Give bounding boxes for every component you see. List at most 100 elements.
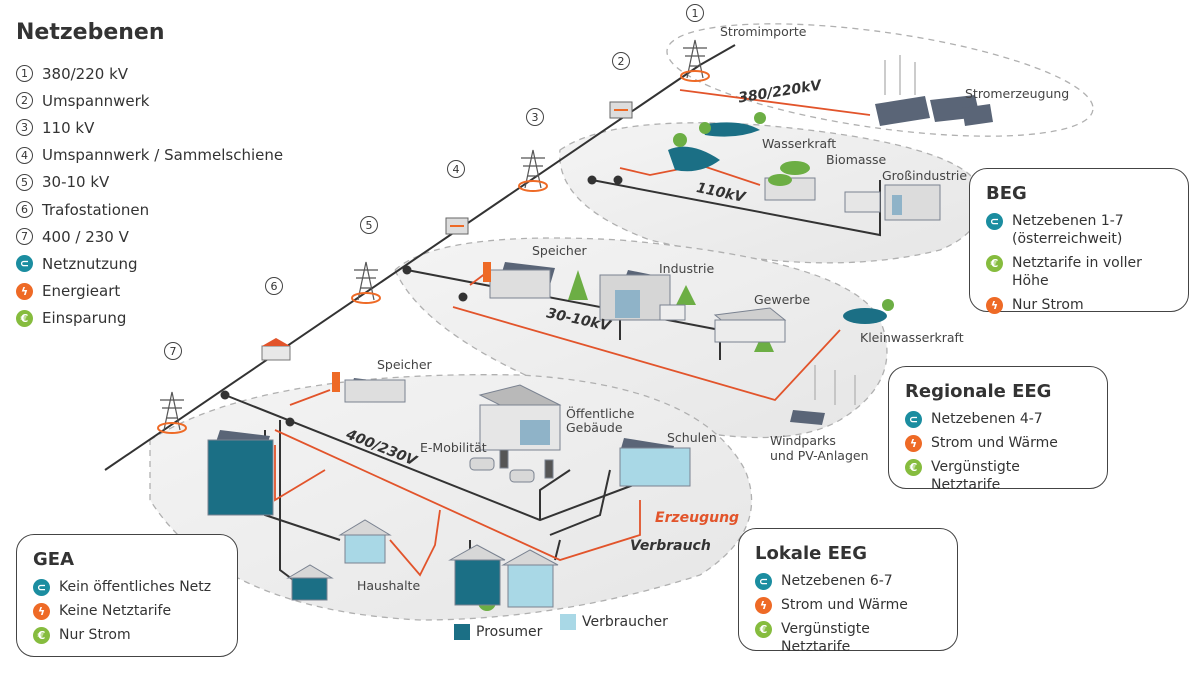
number-badge: 1 — [16, 65, 33, 83]
number-badge: 7 — [16, 228, 33, 246]
substation-icon-4 — [445, 217, 469, 235]
prosumer-swatch — [454, 624, 470, 640]
lightning-icon: ϟ — [16, 282, 33, 300]
euro-icon: € — [755, 621, 772, 638]
label-kleinwasserkraft: Kleinwasserkraft — [860, 330, 964, 345]
euro-icon: € — [16, 309, 33, 327]
box-item-label: Strom und Wärme — [781, 597, 908, 613]
level-marker-6: 6 — [265, 277, 283, 295]
euro-icon: € — [986, 255, 1003, 272]
plug-icon: ⊂ — [755, 573, 772, 590]
number-badge: 6 — [16, 201, 33, 219]
legend-label: Energieart — [42, 282, 121, 301]
plug-icon: ⊂ — [986, 213, 1003, 230]
number-badge: 5 — [16, 173, 33, 191]
building-icons — [207, 161, 941, 608]
legend-item-7: 7 400 / 230 V — [16, 223, 283, 250]
lightning-icon: ϟ — [33, 603, 50, 620]
box-regionale-eeg: Regionale EEG ⊂Netzebenen 4-7 ϟ Strom und… — [888, 366, 1108, 493]
legend-label: 400 / 230 V — [42, 227, 129, 246]
level-marker-2: 2 — [612, 52, 630, 70]
box-item-label: Nur Strom — [59, 627, 131, 643]
lightning-icon: ϟ — [755, 597, 772, 614]
box-item: € Netztarife in voller Höhe — [986, 254, 1172, 290]
box-title: Lokale EEG — [755, 543, 867, 564]
box-item-label: Kein öffentliches Netz — [59, 579, 212, 595]
label-stromerzeugung: Stromerzeugung — [965, 86, 1070, 101]
label-gebaeude: Gebäude — [566, 420, 623, 435]
box-title: BEG — [986, 183, 1027, 204]
legend-item-1: 1 380/220 kV — [16, 60, 283, 87]
number-badge: 2 — [16, 92, 33, 110]
transformer-station-icon-6 — [261, 338, 291, 361]
box-item-label: Strom und Wärme — [931, 435, 1058, 451]
level-marker-3: 3 — [526, 108, 544, 126]
level-marker-1: 1 — [686, 4, 704, 22]
box-item-label: Nur Strom — [1012, 297, 1084, 313]
biomass-plant — [764, 161, 816, 201]
label-grossindustrie: Großindustrie — [882, 168, 968, 183]
box-item-label: Netztarife in voller Höhe — [1012, 255, 1142, 289]
junction-dots — [220, 175, 623, 427]
storage-building-2 — [332, 372, 406, 403]
water-icons — [668, 122, 887, 324]
box-item: ϟ Strom und Wärme — [755, 596, 941, 614]
label-oeffentliche: Öffentliche — [566, 406, 635, 421]
lightning-icon: ϟ — [986, 297, 1003, 314]
house-icons — [286, 519, 559, 608]
legend-item-save: €Einsparung — [16, 305, 283, 332]
industry-building — [599, 274, 686, 321]
legend-label: 380/220 kV — [42, 64, 129, 83]
label-biomasse: Biomasse — [826, 152, 887, 167]
level-marker-5: 5 — [360, 216, 378, 234]
heavy-industry — [844, 184, 941, 221]
pylon-icons — [157, 39, 710, 434]
key-label: Prosumer — [476, 624, 543, 640]
box-item-label: Vergünstigte Netztarife — [931, 459, 1020, 493]
box-item-label: Netzebenen 1-7 (österreichweit) — [1012, 213, 1124, 247]
box-item: ⊂ Netzebenen 1-7 (österreichweit) — [986, 212, 1172, 248]
box-item: ⊂Netzebenen 4-7 — [905, 410, 1091, 428]
public-building — [478, 384, 562, 451]
legend-item-energy: ϟ Energieart — [16, 278, 283, 305]
lightning-icon: ϟ — [905, 435, 922, 452]
pylon-icon-5 — [351, 261, 381, 304]
pylon-icon-1 — [680, 39, 710, 82]
legend-label: Umspannwerk / Sammelschiene — [42, 146, 284, 165]
box-title: Regionale EEG — [905, 381, 1052, 402]
euro-icon: € — [905, 459, 922, 476]
label-e-mobilitaet: E-Mobilität — [420, 440, 487, 455]
pylon-icon-3 — [518, 149, 548, 192]
label-pv-anlagen: und PV-Anlagen — [770, 448, 869, 463]
box-item: ϟ Strom und Wärme — [905, 434, 1091, 452]
legend-item-net: ⊂Netznutzung — [16, 250, 283, 277]
level-marker-7: 7 — [164, 342, 182, 360]
verbraucher-swatch — [560, 614, 576, 630]
label-stromimporte: Stromimporte — [720, 24, 807, 39]
wind-turbine-icons — [814, 55, 916, 405]
box-item: ϟ Nur Strom — [986, 296, 1172, 314]
box-beg: BEG ⊂ Netzebenen 1-7 (österreichweit) € Ne… — [969, 168, 1189, 314]
label-speicher-2: Speicher — [377, 357, 432, 372]
label-wasserkraft: Wasserkraft — [762, 136, 837, 151]
e-mobility — [469, 449, 554, 483]
key-prosumer: Prosumer — [454, 624, 542, 640]
label-verbrauch: Verbrauch — [630, 538, 711, 554]
label-haushalte: Haushalte — [357, 578, 421, 593]
legend-title: Netzebenen — [16, 20, 165, 45]
substation-icons — [261, 101, 633, 361]
legend-label: Netznutzung — [42, 254, 138, 273]
box-item: €Nur Strom — [33, 626, 221, 644]
box-item-label: Netzebenen 4-7 — [931, 411, 1043, 427]
storage-building-1 — [483, 262, 551, 299]
